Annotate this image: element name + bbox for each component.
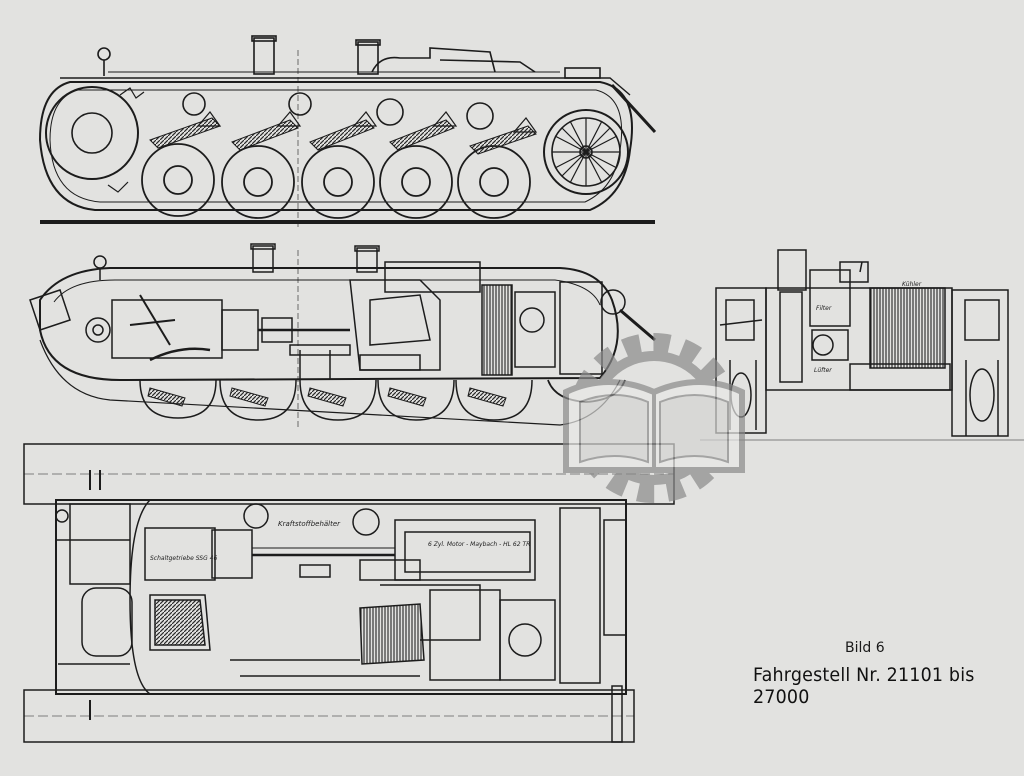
label-fan: Lüfter (814, 367, 832, 374)
gear-book-watermark-icon (563, 333, 745, 503)
front-section-view (700, 249, 1024, 441)
label-gearbox: Schaltgetriebe SSG 46 (150, 555, 217, 562)
figure-caption: Fahrgestell Nr. 21101 bis 27000 (753, 664, 975, 708)
label-fuel-tank: Kraftstoffbehälter (278, 520, 341, 528)
label-filter: Filter (816, 305, 832, 312)
figure-number: Bild 6 (845, 640, 885, 656)
label-engine: 6 Zyl. Motor - Maybach - HL 62 TR (428, 541, 530, 548)
label-radiator: Kühler (902, 281, 922, 288)
plan-view (23, 443, 675, 743)
side-view-exterior (38, 35, 657, 230)
ground-line (40, 220, 655, 224)
side-view-section (29, 243, 656, 430)
